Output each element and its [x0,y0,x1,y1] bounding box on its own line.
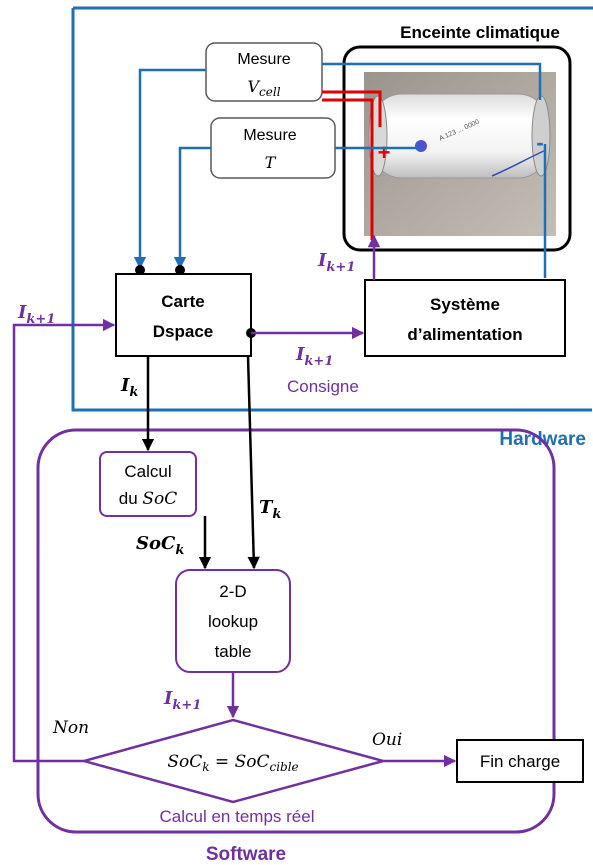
voltage-wire-top [322,90,382,127]
software-frame [36,428,556,834]
measure-vcell-line2: Vcell [247,77,280,99]
dspace-line2: Dspace [153,322,213,341]
measure-t-line1: Mesure [243,127,296,144]
dspace-input-dot-2 [175,265,185,275]
dspace-box [115,273,252,357]
power-line2: d’alimentation [407,325,522,344]
measure-vcell-box [205,42,323,102]
ik1-label-cell: Ik+1 [317,250,355,275]
tk-label: Tk [259,497,281,522]
sock-label: SoCk [136,533,184,558]
dspace-line1: Carte [161,292,204,311]
lookup-line2: lookup [208,612,258,631]
ik1-label-feedback: Ik+1 [17,302,55,327]
vcell-to-dspace [133,68,206,270]
soc-calc-line2: du SoC [119,489,178,509]
power-line1: Système [430,295,500,314]
oui-label: Oui [372,730,402,750]
lookup-line3: table [215,642,252,661]
measure-t-line2: T [265,153,277,172]
vcell-negative-wire [322,62,542,100]
measure-vcell-line1: Mesure [237,51,290,68]
ik1-label-consigne: Ik+1 [295,344,333,369]
realtime-label: Calcul en temps réel [160,807,315,826]
tk-arrow [246,355,260,570]
hardware-frame-border [71,6,592,412]
chamber-title: Enceinte climatique [400,23,560,42]
consigne-label: Consigne [287,377,359,396]
ik-label: Ik [120,375,138,400]
lookup-line1: 2-D [219,582,246,601]
t-to-dspace [173,146,211,270]
feedback-loop-arrow [12,318,116,763]
plus-sign: + [378,140,391,165]
dspace-input-dot-1 [135,265,145,275]
software-label: Software [206,844,286,865]
soc-calc-box [99,451,197,517]
soc-calc-line1: Calcul [124,462,171,481]
voltage-wire-low [322,98,374,240]
non-label: Non [52,718,89,738]
fin-charge-box [456,739,584,783]
decision-condition: SoCk = SoCcible [167,752,298,774]
ik1-label-lookup: Ik+1 [163,688,201,713]
battery-cell-image: A 123 ... 0000 [364,72,556,236]
minus-sign: - [536,130,543,155]
fin-charge-label: Fin charge [480,752,560,771]
decision-diamond [79,718,388,804]
power-supply-box [364,279,566,357]
